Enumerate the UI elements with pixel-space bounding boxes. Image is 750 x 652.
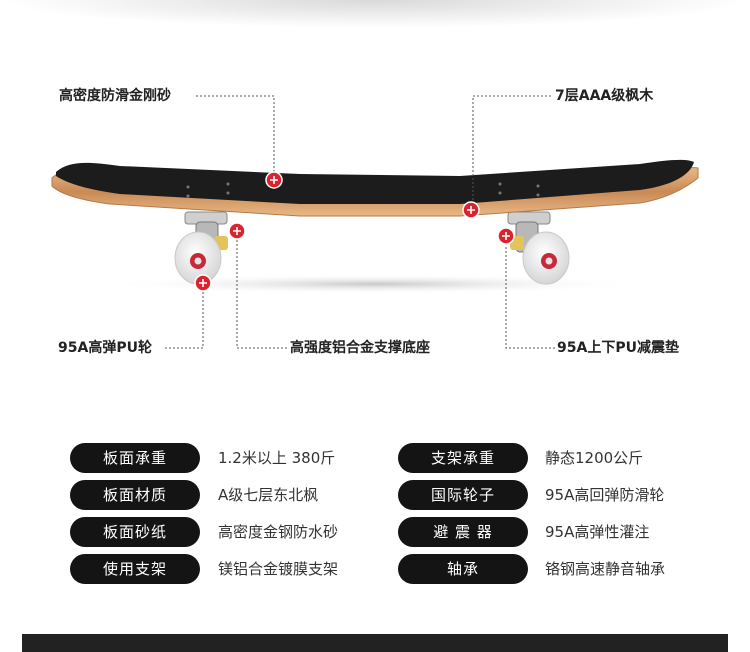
deck (51, 159, 699, 217)
ground-shadow (105, 274, 645, 294)
spec-label: 避 震 器 (398, 517, 528, 547)
spec-label: 使用支架 (70, 554, 200, 584)
spec-value: 95A高弹性灌注 (545, 523, 650, 541)
leader-grip (196, 95, 275, 172)
rear-wheel (522, 231, 570, 285)
spec-label: 板面材质 (70, 480, 200, 510)
plus-marker-icon (497, 227, 515, 245)
leader-lines (165, 95, 555, 349)
spec-row: 板面砂纸 高密度金钢防水砂 避 震 器 95A高弹性灌注 (0, 517, 750, 549)
plus-marker-icon (228, 222, 246, 240)
callout-wheel: 95A高弹PU轮 (58, 340, 152, 356)
leader-riser (505, 240, 555, 349)
bottom-bar (22, 634, 728, 652)
spec-value: 静态1200公斤 (545, 449, 644, 467)
spec-row: 使用支架 镁铝合金镀膜支架 轴承 铬钢高速静音轴承 (0, 554, 750, 586)
spec-value: 95A高回弹防滑轮 (545, 486, 665, 504)
spec-value: 镁铝合金镀膜支架 (218, 560, 339, 578)
spec-label: 板面承重 (70, 443, 200, 473)
leader-truck (236, 235, 287, 349)
spec-value: 高密度金钢防水砂 (218, 523, 339, 541)
spec-label: 支架承重 (398, 443, 528, 473)
callout-truck: 高强度铝合金支撑底座 (290, 340, 430, 356)
skateboard-diagram (51, 95, 699, 349)
spec-label: 板面砂纸 (70, 517, 200, 547)
spec-value: A级七层东北枫 (218, 486, 319, 504)
callout-riser: 95A上下PU减震垫 (557, 340, 679, 356)
spec-row: 板面承重 1.2米以上 380斤 支架承重 静态1200公斤 (0, 443, 750, 475)
top-shadow (0, 0, 750, 28)
plus-marker-icon (462, 201, 480, 219)
product-illustration: 高密度防滑金刚砂 7层AAA级枫木 95A高弹PU轮 高强度铝合金支撑底座 95… (51, 88, 699, 356)
plus-marker-icon (194, 274, 212, 292)
spec-value: 铬钢高速静音轴承 (545, 560, 666, 578)
spec-label: 轴承 (398, 554, 528, 584)
callout-maple: 7层AAA级枫木 (555, 88, 654, 104)
leader-wheel (165, 286, 204, 349)
spec-label: 国际轮子 (398, 480, 528, 510)
plus-marker-icon (265, 171, 283, 189)
leader-maple (472, 95, 551, 204)
spec-row: 板面材质 A级七层东北枫 国际轮子 95A高回弹防滑轮 (0, 480, 750, 512)
spec-value: 1.2米以上 380斤 (218, 449, 336, 467)
grip-tape (56, 159, 694, 204)
callout-grip: 高密度防滑金刚砂 (59, 88, 171, 104)
